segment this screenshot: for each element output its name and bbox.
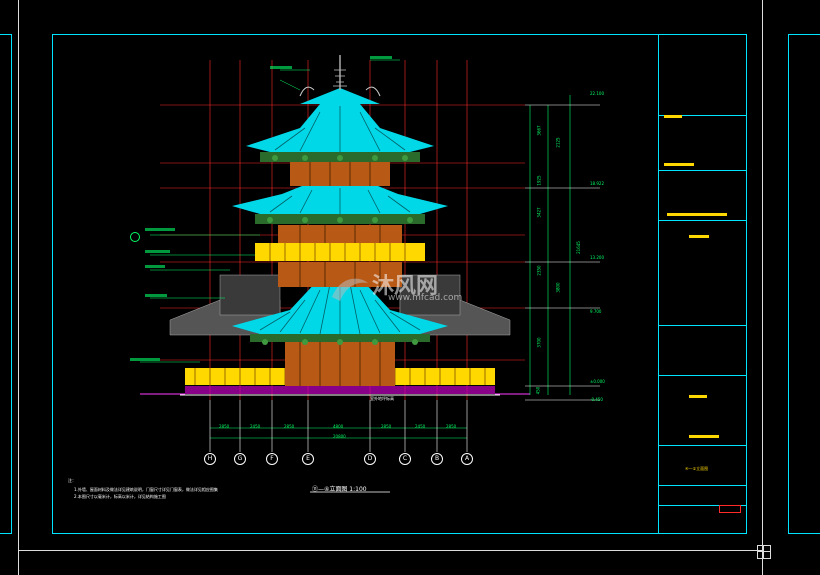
- rdim-3: 3427: [536, 207, 542, 218]
- rdim-5: 3800: [555, 282, 561, 293]
- grid-bubble-A: A: [461, 453, 473, 465]
- bottom-divider: [18, 550, 762, 551]
- watermark-logo-icon: [330, 275, 370, 303]
- elev-label-2: 13.200: [590, 255, 604, 260]
- drawing-name: ④—①立面图: [685, 466, 709, 471]
- grid-bubble-C: C: [399, 453, 411, 465]
- drawing-caption: ⑪—④立面图 1:100: [312, 486, 367, 493]
- sheet-divider-right: [762, 0, 763, 575]
- watermark-brand: 沐风网: [372, 274, 439, 299]
- rdim-7: 450: [535, 386, 541, 395]
- neighbor-sheet-left: [0, 34, 12, 534]
- title-block: ④—①立面图: [658, 34, 747, 534]
- bdim-total: 20800: [333, 434, 346, 439]
- note-1: 1.外墙、屋面材料及做法详见建筑说明，门窗尺寸详见门窗表，做法详见相应图集: [74, 487, 218, 492]
- grid-bubble-H: H: [204, 453, 216, 465]
- bdim-3: 4800: [333, 424, 344, 429]
- neighbor-sheet-right: [788, 34, 820, 534]
- bdim-4: 2850: [381, 424, 392, 429]
- grid-bubble-E: E: [302, 453, 314, 465]
- elev-label-5: -0.450: [590, 397, 603, 402]
- elev-label-4: ±0.000: [590, 379, 605, 384]
- elev-label-0: 22.100: [590, 91, 604, 96]
- grid-bubble-D: D: [364, 453, 376, 465]
- rdim-4: 2350: [536, 265, 542, 276]
- grid-bubble-G: G: [234, 453, 246, 465]
- rdim-total: 21645: [575, 241, 581, 254]
- rdim-6: 3700: [536, 337, 542, 348]
- note-2: 2.本图尺寸以毫米计，标高以米计，详见结构施工图: [74, 494, 166, 499]
- bdim-6: 2850: [446, 424, 457, 429]
- sheet-divider-left: [18, 0, 19, 575]
- bdim-1: 2450: [250, 424, 261, 429]
- rdim-1: 2125: [555, 137, 561, 148]
- rdim-0: 3667: [536, 125, 542, 136]
- watermark-url: www.mfcad.com: [388, 293, 463, 303]
- bdim-5: 2450: [415, 424, 426, 429]
- elev-label-1: 18.922: [590, 181, 604, 186]
- crosshair-icon: [757, 545, 771, 559]
- grid-bubble-F: F: [266, 453, 278, 465]
- ground-label: 室外地坪标高: [370, 396, 394, 401]
- grid-bubble-B: B: [431, 453, 443, 465]
- bdim-2: 2850: [284, 424, 295, 429]
- elev-label-3: 9.700: [590, 309, 602, 314]
- rdim-2: 1925: [536, 175, 542, 186]
- notes-heading: 注：: [68, 478, 76, 483]
- bdim-0: 2850: [219, 424, 230, 429]
